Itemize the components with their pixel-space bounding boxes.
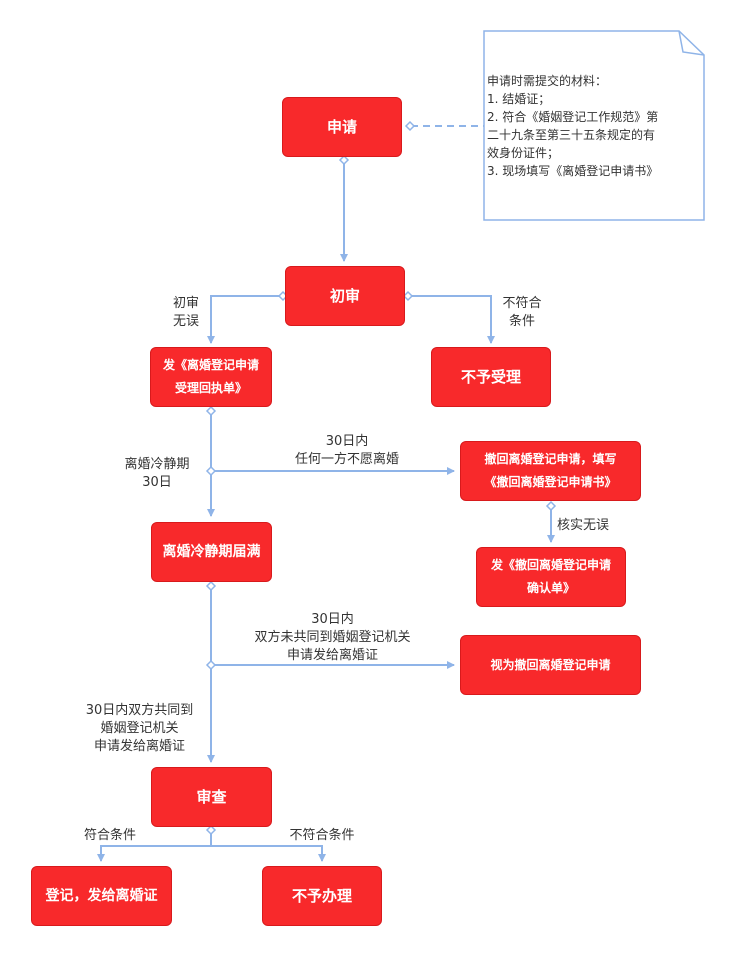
connector-examine-qualified [97,832,212,862]
box-apply: 申请 [282,97,402,157]
label-line: 双方未共同到婚姻登记机关 [254,630,411,645]
box-issue-receipt-line: 受理回执单》 [174,381,247,395]
box-examine-label: 审查 [196,787,227,806]
label-joint-apply: 30日内双方共同到 婚姻登记机关 申请发给离婚证 [72,702,207,756]
note-line: 2. 符合《婚姻登记工作规范》第 [487,110,659,124]
label-line: 30日内 [325,434,369,449]
box-withdraw-confirm-line: 确认单》 [526,581,575,595]
box-register: 登记，发给离婚证 [31,866,172,926]
box-withdraw-confirm: 发《撤回离婚登记申请 确认单》 [476,547,626,607]
note-line: 申请时需提交的材料： [487,74,608,88]
diamond-marker [205,824,217,836]
label-not-qualified: 不符合条件 [277,827,367,845]
diamond-marker [205,659,217,671]
label-line: 申请发给离婚证 [93,739,185,754]
label-line: 30日内双方共同到 [85,703,194,718]
box-cooling-end: 离婚冷静期届满 [151,522,272,582]
note-line: 效身份证件； [487,146,560,160]
box-examine: 审查 [151,767,272,827]
box-cooling-end-label: 离婚冷静期届满 [162,543,261,560]
label-line: 核实无误 [557,518,610,533]
diamond-marker [205,580,217,592]
label-line: 条件 [508,314,535,329]
box-withdraw-line: 《撤回离婚登记申请书》 [484,475,617,489]
box-issue-receipt-line: 发《离婚登记申请 [162,358,259,373]
label-within30-not-joint: 30日内 双方未共同到婚姻登记机关 申请发给离婚证 [230,611,435,665]
box-deemed-withdraw-label: 视为撤回离婚登记申请 [490,657,611,672]
box-reject-accept: 不予受理 [431,347,551,407]
note-line: 3. 现场填写《离婚登记申请书》 [487,164,659,178]
box-reject-handle-label: 不予办理 [291,886,352,905]
label-line: 无误 [172,314,199,329]
label-line: 申请发给离婚证 [286,648,378,663]
box-issue-receipt: 发《离婚登记申请 受理回执单》 [150,347,272,407]
label-line: 离婚冷静期 [124,457,190,472]
label-line: 初审 [172,296,199,311]
diamond-marker [404,120,416,132]
note-shape [483,30,705,221]
label-line: 30日内 [311,612,354,627]
label-not-meet: 不符合 条件 [494,295,550,331]
connector-review-ok [207,295,282,344]
note-fold [678,30,705,56]
note-line: 1. 结婚证； [487,92,551,106]
box-withdraw-line: 撤回离婚登记申请，填写 [484,452,617,467]
diamond-marker [402,290,414,302]
connector-examine-not-qualified [211,845,326,862]
box-apply-label: 申请 [326,117,357,136]
label-line: 30日 [142,475,172,490]
note-line: 二十九条至第三十五条规定的有 [487,128,656,142]
diamond-marker [338,154,350,166]
label-verified: 核实无误 [557,517,627,535]
label-line: 任何一方不愿离婚 [294,452,399,467]
label-initial-ok: 初审 无误 [163,295,209,331]
label-line: 符合条件 [83,828,136,843]
label-line: 婚姻登记机关 [100,721,179,736]
box-withdraw-application: 撤回离婚登记申请，填写 《撤回离婚登记申请书》 [460,441,641,501]
box-initial-review: 初审 [285,266,405,326]
label-qualified: 符合条件 [74,827,146,845]
box-reject-accept-label: 不予受理 [460,367,521,386]
diamond-marker [545,500,557,512]
box-initial-review-label: 初审 [329,286,360,305]
box-reject-handle: 不予办理 [262,866,382,926]
label-line: 不符合 [502,296,542,311]
label-line: 不符合条件 [289,828,355,843]
label-within30-unwilling: 30日内 任何一方不愿离婚 [272,433,422,469]
diamond-marker [205,465,217,477]
box-register-label: 登记，发给离婚证 [45,887,158,904]
box-deemed-withdraw: 视为撤回离婚登记申请 [460,635,641,695]
label-cooling-period: 离婚冷静期 30日 [112,456,202,492]
box-withdraw-confirm-line: 发《撤回离婚登记申请 [490,558,611,573]
materials-note: 申请时需提交的材料： 1. 结婚证； 2. 符合《婚姻登记工作规范》第 二十九条… [487,72,702,180]
diamond-marker [205,405,217,417]
connector-review-reject [409,295,495,344]
